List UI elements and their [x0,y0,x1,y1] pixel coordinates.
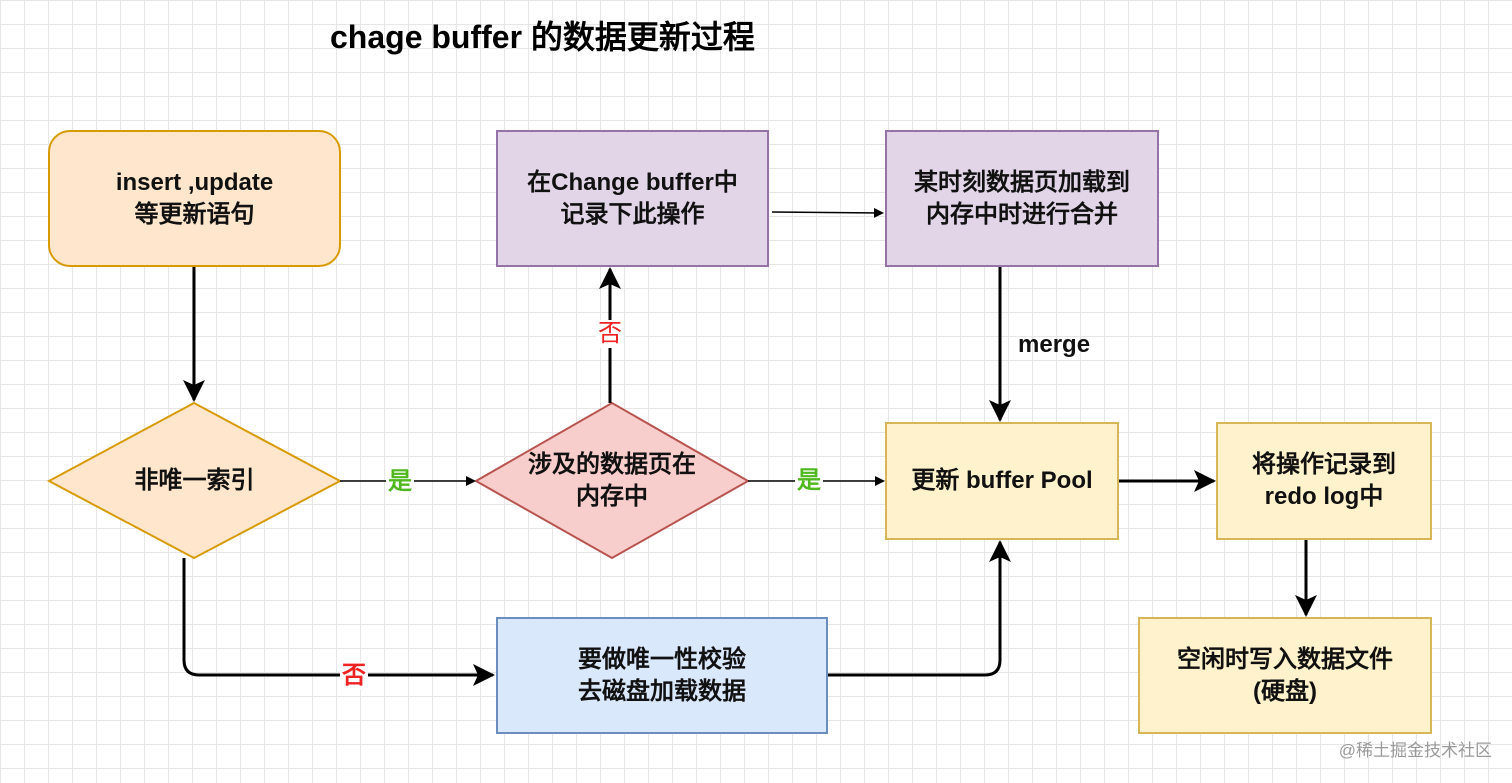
edge-label-yes-page: 是 [795,467,823,495]
non-unique-index-diamond [46,401,343,560]
edge-index-to-uniquecheck [182,558,495,686]
edge-uniquecheck-to-bufferpool [828,540,1011,677]
flush-to-disk-label: 空闲时写入数据文件 (硬盘) [1177,645,1393,705]
diagram-title: chage buffer 的数据更新过程 [330,19,755,55]
start-node: insert ,update 等更新语句 [48,130,341,267]
update-buffer-pool-node: 更新 buffer Pool [885,422,1119,540]
unique-check-node: 要做唯一性校验 去磁盘加载数据 [496,617,828,734]
write-redo-log-label: 将操作记录到 redo log中 [1252,451,1396,510]
edge-label-no-bottom: 否 [340,662,368,690]
record-in-change-buffer-label: 在Change buffer中 记录下此操作 [527,168,738,228]
page-in-memory-diamond [473,401,751,560]
edge-label-no-up: 否 [596,320,624,348]
page-in-memory-label: 涉及的数据页在 内存中 [528,450,696,510]
unique-check-label: 要做唯一性校验 去磁盘加载数据 [578,645,746,705]
non-unique-index-label-box: 非唯一索引 [49,403,340,558]
flush-to-disk-node: 空闲时写入数据文件 (硬盘) [1138,617,1432,734]
load-and-merge-label: 某时刻数据页加载到 内存中时进行合并 [914,168,1130,228]
edge-changebuffer-to-merge [771,207,884,218]
start-node-label: insert ,update 等更新语句 [115,168,274,228]
write-redo-log-node: 将操作记录到 redo log中 [1216,422,1432,540]
edge-label-yes-index: 是 [386,468,414,496]
update-buffer-pool-label: 更新 buffer Pool [911,467,1093,494]
load-and-merge-node: 某时刻数据页加载到 内存中时进行合并 [885,130,1159,267]
non-unique-index-label: 非唯一索引 [134,466,255,494]
edge-label-merge: merge [1018,331,1091,358]
page-in-memory-label-box: 涉及的数据页在 内存中 [476,403,748,558]
watermark: @稀土掘金技术社区 [1338,741,1492,760]
record-in-change-buffer-node: 在Change buffer中 记录下此操作 [496,130,769,267]
